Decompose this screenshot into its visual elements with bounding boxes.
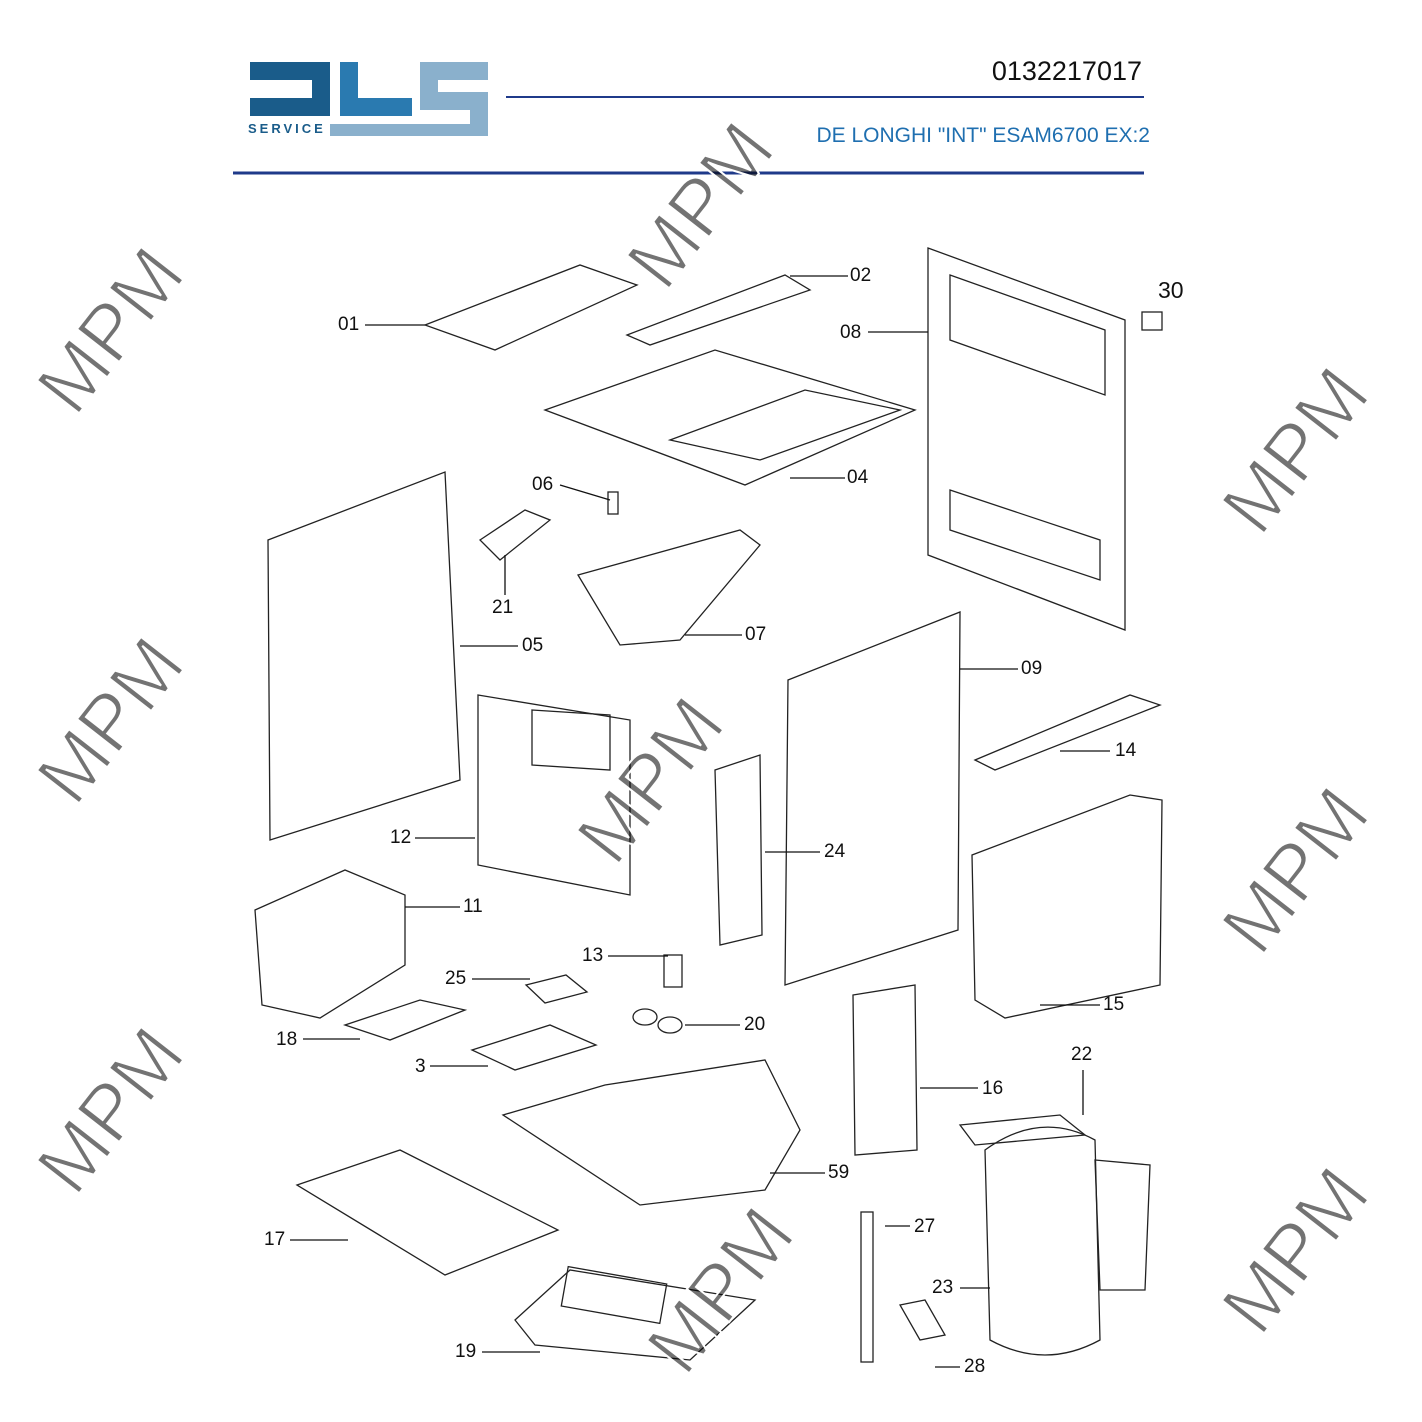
leader-lines: [290, 275, 1110, 1368]
callout-11: 11: [463, 896, 483, 917]
part-30: [1141, 311, 1163, 331]
callout-17: 17: [264, 1229, 286, 1250]
callout-06: 06: [532, 474, 554, 495]
part-21-scoop: [478, 509, 552, 561]
part-13: [663, 954, 683, 988]
part-27-tube: [860, 1211, 874, 1363]
dls-logo: [250, 62, 488, 136]
part-01-lid: [423, 264, 639, 351]
callout-22: 22: [1071, 1044, 1093, 1065]
callout-15: 15: [1103, 994, 1125, 1015]
callout-14: 14: [1115, 740, 1137, 761]
callout-04: 04: [847, 467, 869, 488]
part-06: [607, 491, 619, 515]
callout-20: 20: [744, 1014, 766, 1035]
part-18: [342, 999, 468, 1041]
part-02-grille: [625, 274, 812, 346]
callout-09: 09: [1021, 658, 1043, 679]
callout-16: 16: [982, 1078, 1004, 1099]
part-24: [714, 754, 763, 946]
part-3: [470, 1024, 598, 1071]
model-title: DE LONGHI "INT" ESAM6700 EX:2: [816, 124, 1150, 147]
part-20: [632, 1008, 658, 1026]
callout-28: 28: [964, 1356, 986, 1377]
part-15-water-tank: [971, 794, 1163, 1019]
callout-19: 19: [455, 1341, 477, 1362]
callout-18: 18: [276, 1029, 298, 1050]
part-09-side-panel: [784, 611, 961, 986]
callout-21: 21: [492, 597, 514, 618]
part-19: [514, 1269, 757, 1361]
callout-24: 24: [824, 841, 846, 862]
callout-02: 02: [850, 265, 872, 286]
callout-01: 01: [338, 314, 360, 335]
parts-outlines: [254, 247, 1163, 1363]
callout-13: 13: [582, 945, 604, 966]
callout-3: 3: [415, 1056, 426, 1077]
part-12-front: [477, 694, 631, 896]
part-16: [852, 984, 918, 1156]
callout-59: 59: [828, 1162, 850, 1183]
callout-07: 07: [745, 624, 767, 645]
part-22-lid: [958, 1114, 1087, 1146]
callout-12: 12: [390, 827, 412, 848]
callout-30: 30: [1158, 277, 1184, 303]
part-08-rear-panel: [927, 247, 1126, 631]
part-11-container: [254, 869, 406, 1019]
part-17-drip-tray: [295, 1149, 560, 1276]
callout-05: 05: [522, 635, 544, 656]
part-04-cup-tray: [543, 349, 917, 486]
part-23-milk-jug: [984, 1126, 1101, 1356]
callout-27: 27: [914, 1216, 936, 1237]
part-28: [898, 1299, 947, 1341]
leader-line-06: [559, 484, 611, 501]
part-59-base: [501, 1059, 801, 1206]
part-05-side-panel: [267, 471, 461, 841]
logo-subtitle: SERVICE: [248, 121, 326, 136]
callout-08: 08: [840, 322, 862, 343]
callout-23: 23: [932, 1277, 954, 1298]
part-code: 0132217017: [991, 56, 1142, 86]
part-14: [973, 694, 1162, 771]
callout-25: 25: [445, 968, 467, 989]
part-07-funnel: [577, 529, 761, 646]
part-25: [524, 974, 589, 1004]
